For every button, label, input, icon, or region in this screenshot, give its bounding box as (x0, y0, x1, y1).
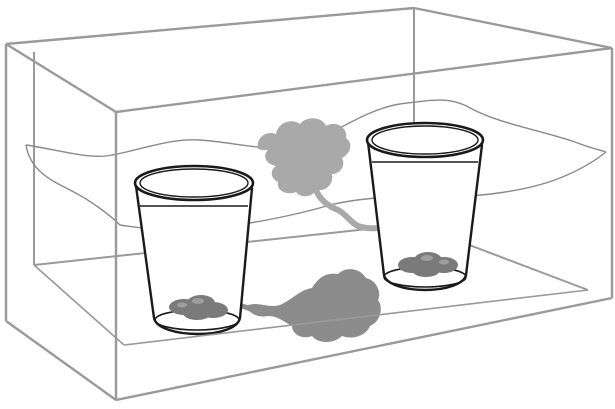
aquarium-tank (6, 8, 612, 400)
